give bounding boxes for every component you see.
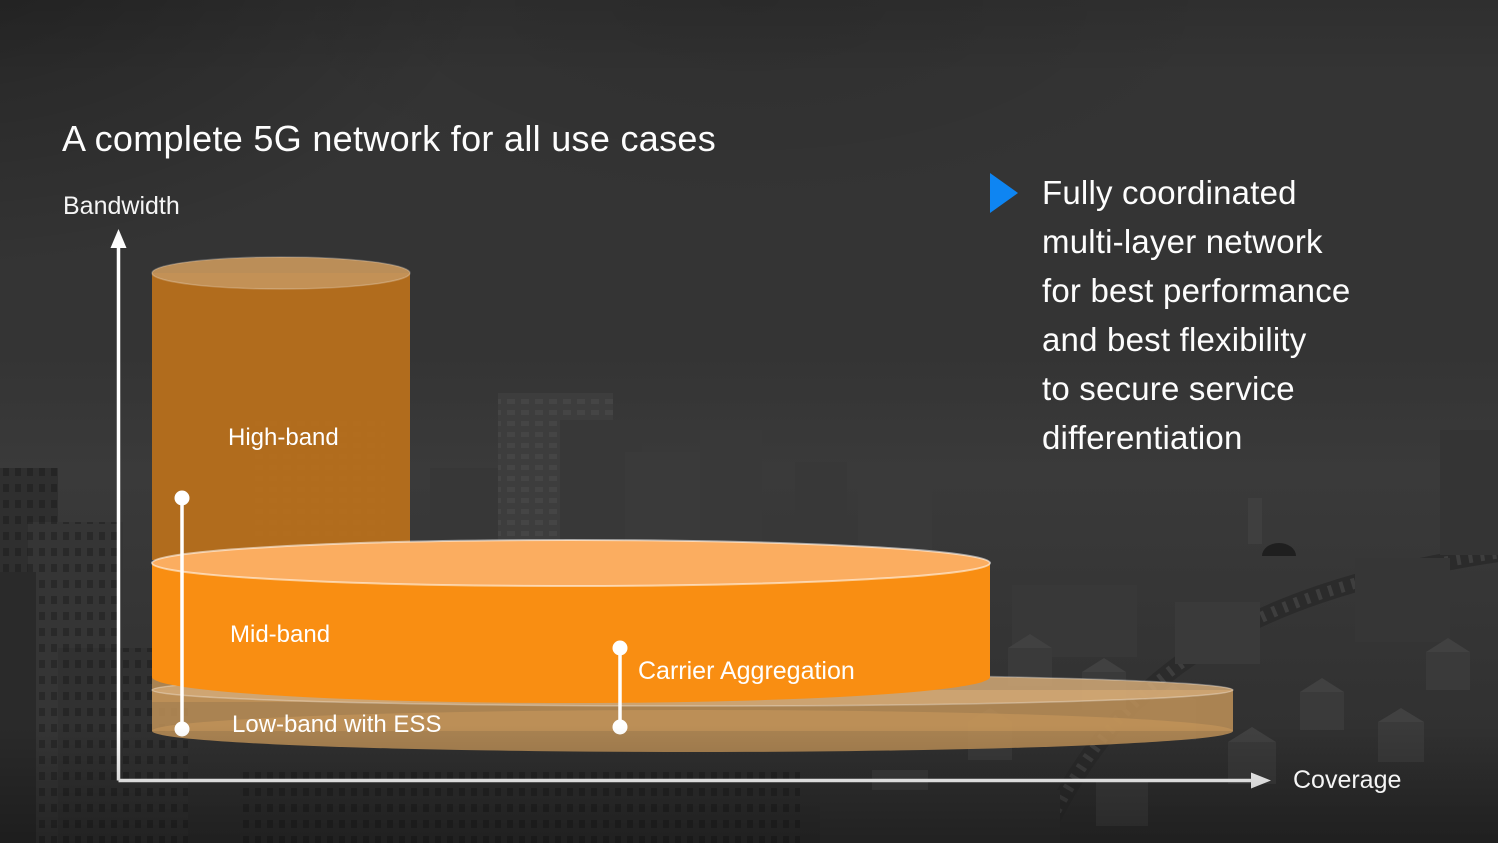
high-band-body [152,273,410,560]
mid-band-top-face [151,539,991,587]
band-span-connector-bottom-dot [174,721,190,737]
mid-band-cylinder [151,539,991,703]
carrier-aggregation-label: Carrier Aggregation [638,657,855,685]
carrier-aggregation-bottom-dot [612,719,628,735]
low-band-label: Low-band with ESS [232,711,442,738]
x-axis-label: Coverage [1293,766,1402,794]
bullet-triangle-icon [990,173,1018,213]
y-axis-label: Bandwidth [63,192,180,220]
high-band-cylinder [151,256,411,560]
key-message-text: Fully coordinated multi-layer network fo… [1042,174,1351,456]
band-span-connector [174,490,190,737]
carrier-aggregation-top-dot [612,640,628,656]
high-band-top-face [151,256,411,290]
slide-title: A complete 5G network for all use cases [62,118,717,159]
key-message-block: Fully coordinated multi-layer network fo… [988,168,1458,462]
high-band-label: High-band [228,424,339,451]
y-axis [110,229,127,781]
carrier-aggregation-connector [612,640,628,735]
x-axis-arrowhead-icon [1251,772,1271,789]
mid-band-label: Mid-band [230,621,331,648]
band-span-connector-top-dot [174,490,190,506]
x-axis [118,772,1271,789]
y-axis-arrowhead-icon [110,229,127,248]
